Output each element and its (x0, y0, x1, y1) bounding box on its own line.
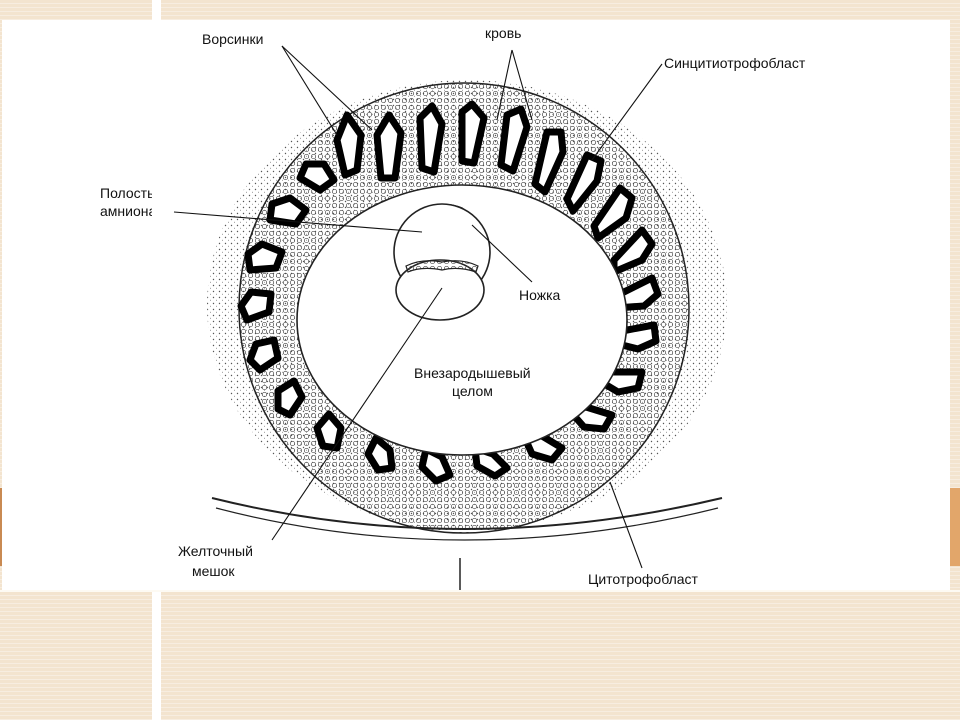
accent-band-right (950, 488, 960, 566)
slide-divider-vertical (152, 0, 161, 720)
label-cytotrophoblast: Цитотрофобласт (588, 571, 699, 587)
slide-divider-horizontal (0, 590, 960, 592)
label-amnion-line1: Полость (100, 185, 154, 201)
label-amnion-line2: амниона (100, 203, 156, 219)
label-coelom-line2: целом (452, 383, 493, 399)
villi-group (237, 100, 662, 485)
label-stalk: Ножка (519, 287, 561, 303)
uterine-wall-outer (211, 497, 723, 530)
label-yolk-line1: Желточный (178, 543, 253, 559)
embryo-diagram: Ворсинки кровь Синцитиотрофобласт Полост… (100, 25, 806, 592)
label-yolk-line2: мешок (192, 563, 235, 579)
leader-lines (173, 45, 663, 569)
label-villi: Ворсинки (202, 31, 263, 47)
label-coelom-line1: Внезародышевый (414, 365, 531, 381)
extraembryonic-coelom (296, 184, 628, 456)
label-blood: кровь (485, 25, 521, 41)
label-syncytiotrophoblast: Синцитиотрофобласт (664, 55, 806, 71)
embryo-diagram-panel: Ворсинки кровь Синцитиотрофобласт Полост… (2, 20, 950, 592)
embryonic-disc (405, 260, 479, 273)
